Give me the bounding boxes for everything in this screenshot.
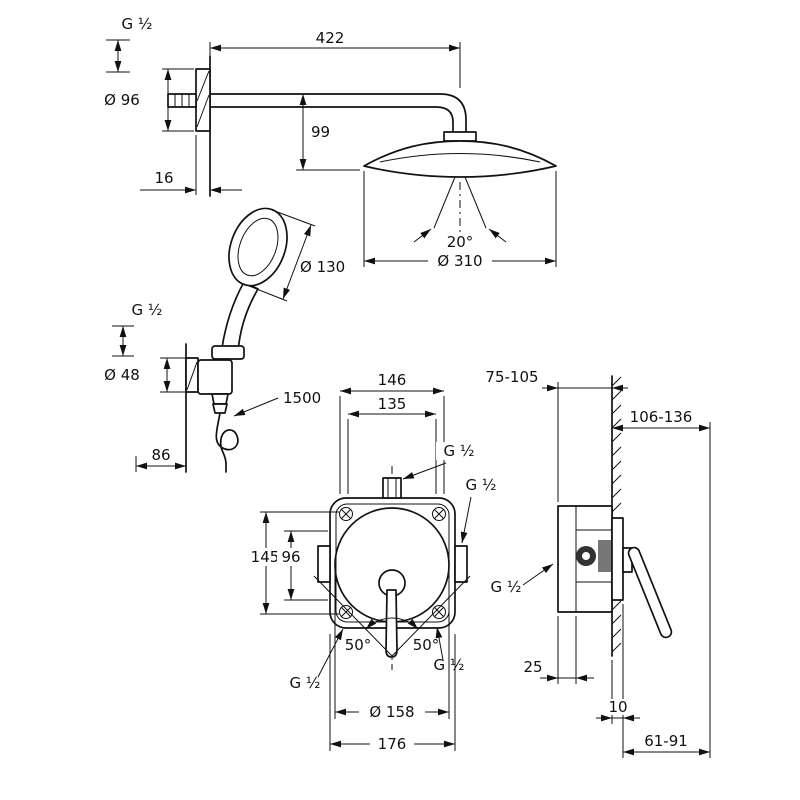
- wall-hatching: [611, 376, 622, 653]
- mixer-lever: [385, 589, 398, 658]
- shower-head-rim: [379, 153, 541, 163]
- dim-offset-10: 10: [596, 604, 640, 758]
- label-thread-right: G ½: [466, 476, 497, 494]
- label-spray-angle: 20°: [447, 233, 474, 251]
- shower-arm: [209, 93, 467, 133]
- hose-nut: [212, 403, 228, 414]
- label-height-145: 145: [251, 548, 280, 566]
- dim-height-96: 96: [277, 530, 328, 601]
- spray-line-left: [433, 176, 456, 229]
- holder-body: [197, 359, 233, 395]
- label-thread-bottom-left: G ½: [290, 674, 321, 692]
- holder-clip: [211, 345, 245, 360]
- head-shower-view: G ½ 422 Ø 96 99 16 20°: [104, 15, 557, 270]
- label-hose-length: 1500: [283, 389, 321, 407]
- dim-depth-range: 75-105: [485, 368, 628, 502]
- cartridge-block: [598, 540, 612, 572]
- dim-thread-right: G ½: [460, 476, 497, 544]
- dim-flange-depth: 16: [140, 135, 242, 195]
- label-arm-length: 422: [316, 29, 345, 47]
- dim-arm-length: 422: [209, 29, 461, 88]
- mount-tab-left: [317, 545, 331, 583]
- label-flange-diameter: Ø 96: [104, 91, 140, 109]
- dim-spray-angle: 20°: [413, 228, 507, 251]
- label-width-135: 135: [378, 395, 407, 413]
- hand-shower-head: [228, 207, 288, 287]
- mixer-side-view: 75-105 106-136 G ½ 25 10: [485, 368, 711, 758]
- dim-thread-top: G ½: [402, 442, 482, 480]
- label-hand-head-diameter: Ø 130: [300, 258, 345, 276]
- label-thread-side: G ½: [491, 578, 522, 596]
- spray-line-right: [464, 176, 487, 229]
- dim-inlet-angles: 50° 50°: [345, 636, 440, 654]
- dim-thread-side: G ½: [491, 563, 554, 596]
- label-flange-depth: 16: [154, 169, 173, 187]
- arm-nut: [443, 131, 477, 142]
- dim-wall-offset: 86: [135, 446, 186, 472]
- dim-thread-hand: G ½: [112, 301, 163, 357]
- label-depth-range-total: 106-136: [630, 408, 693, 426]
- label-height-96: 96: [281, 548, 300, 566]
- label-head-diameter: Ø 310: [437, 252, 482, 270]
- dim-thread-head: G ½: [106, 15, 153, 73]
- dim-body-width: 176: [329, 634, 456, 753]
- label-depth-range: 75-105: [485, 368, 538, 386]
- dim-height-145: 145: [249, 511, 339, 615]
- dim-hose-length: 1500: [233, 389, 321, 417]
- shower-arm-inner: [209, 106, 454, 133]
- dim-trim-diameter: Ø 158: [334, 572, 450, 721]
- dim-flange-diameter: Ø 96: [104, 68, 194, 132]
- inlet-axis-right: [391, 575, 471, 657]
- hand-shower-view: G ½ Ø 130 Ø 48 1500 86: [104, 207, 345, 473]
- mount-tab-right: [454, 545, 468, 583]
- label-angle-left: 50°: [345, 636, 372, 654]
- mixer-lever-side: [627, 546, 673, 639]
- shower-head: [363, 140, 557, 178]
- label-trim-diameter: Ø 158: [369, 703, 414, 721]
- label-thread-top: G ½: [444, 442, 475, 460]
- dim-depth-25: 25: [523, 616, 594, 684]
- hose-nipple: [211, 393, 229, 405]
- dim-lever-range: 61-91: [623, 732, 710, 756]
- top-port: [382, 477, 402, 499]
- dim-hand-flange-diameter: Ø 48: [104, 357, 192, 393]
- label-body-width: 176: [378, 735, 407, 753]
- dim-head-drop: 99: [296, 94, 360, 171]
- mixer-front-view: 146 135 G ½ G ½ 145: [249, 371, 496, 753]
- label-hand-flange-diameter: Ø 48: [104, 366, 140, 384]
- screw-hole: [339, 507, 353, 521]
- dim-depth-range-total: 106-136: [612, 408, 711, 758]
- label-wall-offset: 86: [151, 446, 170, 464]
- dim-head-diameter: Ø 310: [363, 171, 557, 270]
- label-thread-head: G ½: [122, 15, 153, 33]
- screw-hole: [432, 605, 446, 619]
- label-thread-hand: G ½: [132, 301, 163, 319]
- shower-hose: [215, 412, 239, 473]
- label-lever-range: 61-91: [644, 732, 688, 750]
- hand-shower-face: [237, 217, 279, 277]
- label-angle-right: 50°: [413, 636, 440, 654]
- dim-hand-head-diameter: Ø 130: [243, 209, 345, 302]
- dim-width-146: 146: [339, 371, 445, 494]
- hand-shower-handle: [221, 281, 259, 353]
- arm-flange: [195, 68, 211, 132]
- label-depth-25: 25: [523, 658, 542, 676]
- escutcheon-side: [611, 517, 624, 601]
- inlet-axis-left: [313, 575, 393, 657]
- label-offset-10: 10: [608, 698, 627, 716]
- flange-hatch: [196, 94, 210, 128]
- label-head-drop: 99: [311, 123, 330, 141]
- flange-hatch: [196, 70, 210, 102]
- screw-hole: [432, 507, 446, 521]
- screw-hole: [339, 605, 353, 619]
- label-width-146: 146: [378, 371, 407, 389]
